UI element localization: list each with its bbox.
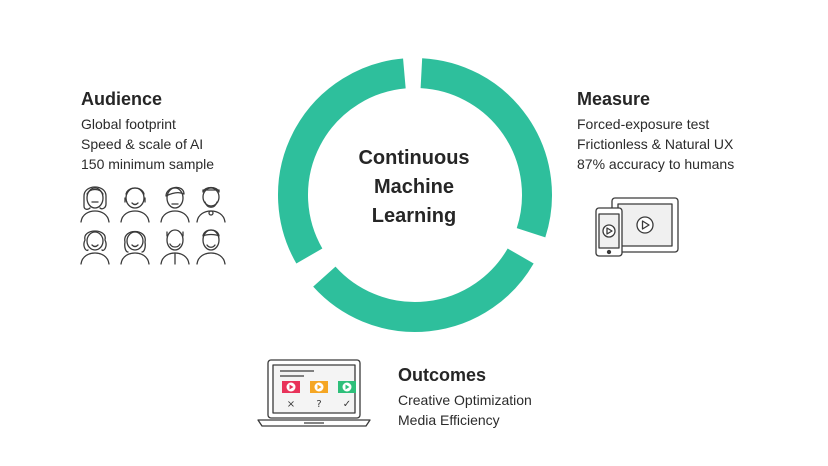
outcomes-line-1: Creative Optimization <box>398 392 532 408</box>
measure-line-2: Frictionless & Natural UX <box>577 136 734 152</box>
outcomes-line-2: Media Efficiency <box>398 412 500 428</box>
laptop-video-choices-icon: × ? ✓ <box>257 359 371 427</box>
center-line-1: Continuous <box>358 147 470 169</box>
ring-arc-outcomes <box>313 248 534 332</box>
people-grid-icon <box>80 186 226 265</box>
center-line-3: Learning <box>371 205 457 227</box>
audience-title: Audience <box>81 89 163 109</box>
choice-mark-check: ✓ <box>343 399 351 410</box>
choice-thumb-red-icon <box>282 381 300 393</box>
measure-title: Measure <box>577 89 651 109</box>
person-8-icon <box>196 229 226 265</box>
outcomes-title: Outcomes <box>398 365 487 385</box>
person-4-icon <box>196 186 226 223</box>
ring-arc-audience <box>278 58 406 264</box>
person-6-icon <box>120 230 150 265</box>
person-2-icon <box>120 187 150 223</box>
audience-line-2: Speed & scale of AI <box>81 136 204 152</box>
choice-thumb-green-icon <box>338 381 356 393</box>
measure-block: Measure Forced-exposure test Frictionles… <box>577 89 734 174</box>
choice-mark-x: × <box>287 399 295 410</box>
person-1-icon <box>80 186 110 223</box>
person-3-icon <box>160 186 190 223</box>
center-label: Continuous Machine Learning <box>330 144 498 231</box>
audience-line-1: Global footprint <box>81 116 176 132</box>
measure-line-1: Forced-exposure test <box>577 116 710 132</box>
person-7-icon <box>160 229 190 265</box>
choice-thumb-orange-icon <box>310 381 328 393</box>
choice-mark-question: ? <box>316 399 321 410</box>
cycle-ring <box>278 58 552 332</box>
audience-block: Audience Global footprint Speed & scale … <box>81 89 214 174</box>
center-line-2: Machine <box>373 176 455 198</box>
audience-line-3: 150 minimum sample <box>81 156 215 172</box>
outcomes-block: Outcomes Creative Optimization Media Eff… <box>398 365 532 430</box>
measure-line-3: 87% accuracy to humans <box>577 156 735 172</box>
ring-arc-measure <box>420 58 552 238</box>
person-5-icon <box>80 230 110 265</box>
tablet-phone-video-icon <box>595 197 679 257</box>
